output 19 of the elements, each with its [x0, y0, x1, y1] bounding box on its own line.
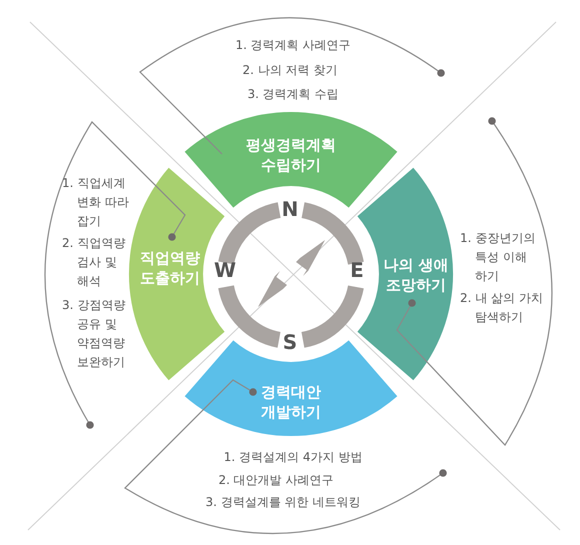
band-title: 경력대안 개발하기	[260, 382, 322, 422]
band-title: 평생경력계획 수립하기	[245, 135, 337, 175]
list-item: 2. 대안개발 사례연구	[218, 472, 334, 489]
list-item: 1. 중장년기의 특성 이해 하기	[460, 230, 536, 285]
band-title: 나의 생애 조망하기	[382, 255, 450, 295]
compass-letter: S	[282, 331, 298, 353]
list-item: 1. 직업세계 변화 따라 잡기	[62, 175, 130, 230]
list-item: 1. 경력계획 사례연구	[235, 37, 351, 54]
list-item: 2. 내 삶의 가치 탐색하기	[460, 290, 544, 326]
list-item: 3. 경력설계를 위한 네트워킹	[206, 494, 360, 511]
compass-letter: E	[350, 259, 364, 281]
list-item: 1. 경력설계의 4가지 방법	[224, 449, 362, 466]
compass-letter: N	[282, 198, 298, 220]
band-title: 직업역량 도출하기	[139, 248, 201, 288]
list-item: 3. 경력계획 수립	[247, 86, 339, 103]
list-item: 2. 나의 저력 찾기	[242, 62, 338, 79]
compass-letter: W	[214, 259, 236, 281]
list-item: 3. 강점역량 공유 및 약점역량 보완하기	[62, 297, 126, 371]
list-item: 2. 직업역량 검사 및 해석	[62, 235, 126, 290]
